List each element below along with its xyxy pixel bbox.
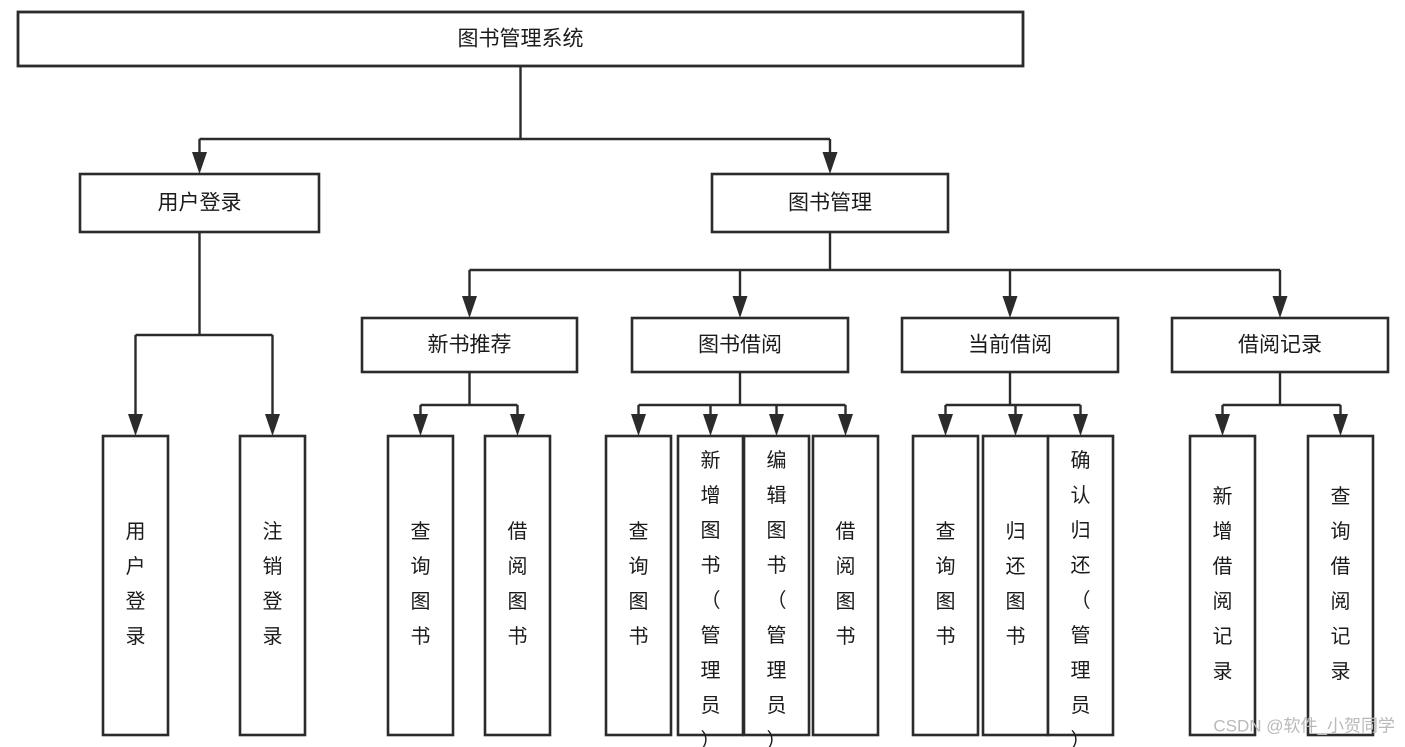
- arrow-head-icon: [631, 414, 646, 436]
- arrow-head-icon: [192, 152, 207, 174]
- node-box[interactable]: [1046, 434, 1115, 737]
- arrow-head-icon: [462, 296, 477, 318]
- node-label: 图书管理: [788, 192, 872, 215]
- node-borrow-record[interactable]: 借阅记录: [1170, 316, 1390, 374]
- arrow-head-icon: [1002, 296, 1018, 318]
- node-label: 当前借阅: [968, 334, 1052, 357]
- node-box[interactable]: [710, 172, 950, 234]
- node-box[interactable]: [1170, 316, 1390, 374]
- connector-group: [631, 372, 853, 436]
- connector-layer: [128, 66, 1348, 436]
- node-label: 借阅图书: [836, 520, 856, 648]
- node-leaf-add-book-admin[interactable]: 新增图书（管理员）: [676, 434, 745, 747]
- node-label: 确认归还（管理员）: [1071, 449, 1091, 747]
- node-box[interactable]: [900, 316, 1120, 374]
- arrow-head-icon: [703, 414, 718, 436]
- node-leaf-query-book-current[interactable]: 查询图书: [911, 434, 980, 737]
- connector-group: [462, 232, 1288, 318]
- node-label: 编辑图书（管理员）: [767, 449, 787, 747]
- node-label: 用户登录: [158, 192, 242, 215]
- node-box[interactable]: [676, 434, 745, 737]
- connector-group: [938, 372, 1088, 436]
- node-root[interactable]: 图书管理系统: [16, 10, 1025, 68]
- arrow-head-icon: [1215, 414, 1230, 436]
- node-label: 新增图书（管理员）: [701, 449, 721, 747]
- node-book-borrow[interactable]: 图书借阅: [630, 316, 850, 374]
- node-leaf-query-borrow-record[interactable]: 查询借阅记录: [1306, 434, 1375, 737]
- node-box[interactable]: [742, 434, 811, 737]
- arrow-head-icon: [838, 414, 853, 436]
- arrow-head-icon: [1073, 414, 1088, 436]
- node-layer: 图书管理系统用户登录图书管理新书推荐图书借阅当前借阅借阅记录用户登录注销登录查询…: [16, 10, 1390, 747]
- arrow-head-icon: [938, 414, 953, 436]
- arrow-head-icon: [510, 414, 525, 436]
- node-label: 注销登录: [263, 520, 283, 648]
- node-box[interactable]: [630, 316, 850, 374]
- node-box[interactable]: [78, 172, 321, 234]
- node-label: 借阅图书: [508, 520, 528, 648]
- node-box[interactable]: [1188, 434, 1257, 737]
- arrow-head-icon: [128, 414, 143, 436]
- node-box[interactable]: [386, 434, 455, 737]
- node-box[interactable]: [16, 10, 1025, 68]
- node-leaf-user-login[interactable]: 用户登录: [101, 434, 170, 737]
- node-label: 查询图书: [411, 520, 431, 648]
- arrow-head-icon: [732, 296, 748, 318]
- node-user-login[interactable]: 用户登录: [78, 172, 321, 234]
- node-label: 图书借阅: [698, 334, 782, 357]
- node-new-book-recommend[interactable]: 新书推荐: [360, 316, 579, 374]
- node-label: 查询图书: [629, 520, 649, 648]
- node-box[interactable]: [1306, 434, 1375, 737]
- node-box[interactable]: [238, 434, 307, 737]
- node-leaf-edit-book-admin[interactable]: 编辑图书（管理员）: [742, 434, 811, 747]
- arrow-head-icon: [413, 414, 428, 436]
- connector-group: [413, 372, 525, 436]
- arrow-head-icon: [1272, 296, 1288, 318]
- node-label: 新书推荐: [428, 334, 512, 357]
- node-label: 查询借阅记录: [1331, 485, 1351, 683]
- connector-group: [1215, 372, 1348, 436]
- node-book-management[interactable]: 图书管理: [710, 172, 950, 234]
- node-leaf-return-book[interactable]: 归还图书: [981, 434, 1050, 737]
- node-current-borrow[interactable]: 当前借阅: [900, 316, 1120, 374]
- node-box[interactable]: [604, 434, 673, 737]
- watermark-label: CSDN @软件_小贺同学: [1213, 716, 1395, 735]
- node-leaf-add-borrow-record[interactable]: 新增借阅记录: [1188, 434, 1257, 737]
- arrow-head-icon: [265, 414, 280, 436]
- node-label: 用户登录: [126, 521, 146, 648]
- arrow-head-icon: [822, 152, 838, 174]
- node-label: 新增借阅记录: [1213, 485, 1233, 683]
- connector-group: [128, 232, 280, 436]
- node-leaf-borrow-book[interactable]: 借阅图书: [811, 434, 880, 737]
- node-leaf-query-book-rec[interactable]: 查询图书: [386, 434, 455, 737]
- node-label: 图书管理系统: [458, 28, 584, 51]
- node-label: 查询图书: [936, 520, 956, 648]
- node-leaf-logout[interactable]: 注销登录: [238, 434, 307, 737]
- arrow-head-icon: [1008, 414, 1023, 436]
- connector-group: [192, 66, 838, 174]
- node-box[interactable]: [483, 434, 552, 737]
- node-label: 借阅记录: [1238, 334, 1322, 357]
- node-label: 归还图书: [1006, 520, 1026, 648]
- node-box[interactable]: [911, 434, 980, 737]
- node-box[interactable]: [101, 434, 170, 737]
- node-leaf-borrow-book-rec[interactable]: 借阅图书: [483, 434, 552, 737]
- arrow-head-icon: [1333, 414, 1348, 436]
- node-box[interactable]: [811, 434, 880, 737]
- node-leaf-confirm-return-admin[interactable]: 确认归还（管理员）: [1046, 434, 1115, 747]
- node-leaf-query-book-borrow[interactable]: 查询图书: [604, 434, 673, 737]
- node-box[interactable]: [360, 316, 579, 374]
- node-box[interactable]: [981, 434, 1050, 737]
- arrow-head-icon: [769, 414, 784, 436]
